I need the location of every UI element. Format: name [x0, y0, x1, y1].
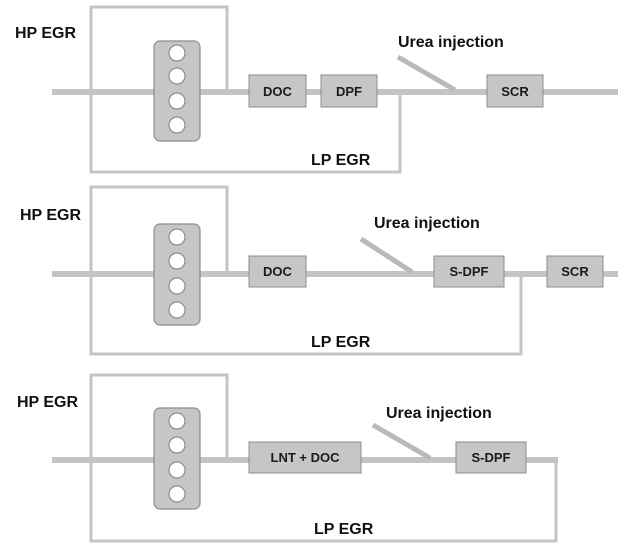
- block-label: DPF: [336, 84, 362, 99]
- hp-egr-loop: [89, 5, 229, 90]
- block-label: S-DPF: [450, 264, 489, 279]
- cylinder-icon: [168, 228, 186, 246]
- urea-injection-label: Urea injection: [374, 215, 480, 232]
- lp-egr-label: LP EGR: [314, 521, 374, 538]
- lp-egr-loop: [89, 458, 558, 543]
- hp-egr-loop: [89, 373, 229, 458]
- hp-egr-loop: [89, 185, 229, 272]
- cylinder-icon: [168, 301, 186, 319]
- block-scr: SCR: [546, 255, 604, 288]
- block-s-dpf: S-DPF: [433, 255, 505, 288]
- block-scr: SCR: [486, 74, 544, 108]
- urea-injector-line: [371, 422, 432, 461]
- cylinder-icon: [168, 116, 186, 134]
- block-label: S-DPF: [472, 450, 511, 465]
- hp-egr-label: HP EGR: [20, 207, 82, 224]
- cylinder-icon: [168, 485, 186, 503]
- block-doc: DOC: [248, 255, 307, 288]
- diagram-3: LNT + DOC S-DPF HP EGR LP EGR Urea injec…: [17, 373, 558, 543]
- urea-injector-line: [359, 236, 414, 275]
- engine-block: [153, 40, 201, 142]
- hp-egr-label: HP EGR: [15, 25, 77, 42]
- lp-egr-label: LP EGR: [311, 334, 371, 351]
- cylinder-icon: [168, 44, 186, 62]
- block-dpf: DPF: [320, 74, 378, 108]
- diagram-1: DOC DPF SCR HP EGR LP EGR Urea injection: [15, 5, 618, 174]
- urea-injector-line: [396, 54, 457, 93]
- cylinder-icon: [168, 412, 186, 430]
- cylinder-icon: [168, 436, 186, 454]
- hp-egr-label: HP EGR: [17, 394, 79, 411]
- urea-injection-label: Urea injection: [398, 34, 504, 51]
- cylinder-icon: [168, 67, 186, 85]
- lp-egr-loop: [89, 90, 402, 174]
- engine-block: [153, 223, 201, 326]
- block-label: DOC: [263, 84, 293, 99]
- block-label: SCR: [501, 84, 529, 99]
- cylinder-icon: [168, 92, 186, 110]
- engine-block: [153, 407, 201, 510]
- block-label: DOC: [263, 264, 293, 279]
- cylinder-icon: [168, 252, 186, 270]
- block-label: SCR: [561, 264, 589, 279]
- urea-injection-label: Urea injection: [386, 405, 492, 422]
- lp-egr-label: LP EGR: [311, 152, 371, 169]
- block-s-dpf: S-DPF: [455, 441, 527, 474]
- cylinder-icon: [168, 461, 186, 479]
- block-label: LNT + DOC: [271, 450, 341, 465]
- lp-egr-loop: [89, 272, 523, 356]
- cylinder-icon: [168, 277, 186, 295]
- diagram-2: DOC S-DPF SCR HP EGR LP EGR Urea injecti…: [20, 185, 618, 356]
- block-doc: DOC: [248, 74, 307, 108]
- block-lnt-doc: LNT + DOC: [248, 441, 362, 474]
